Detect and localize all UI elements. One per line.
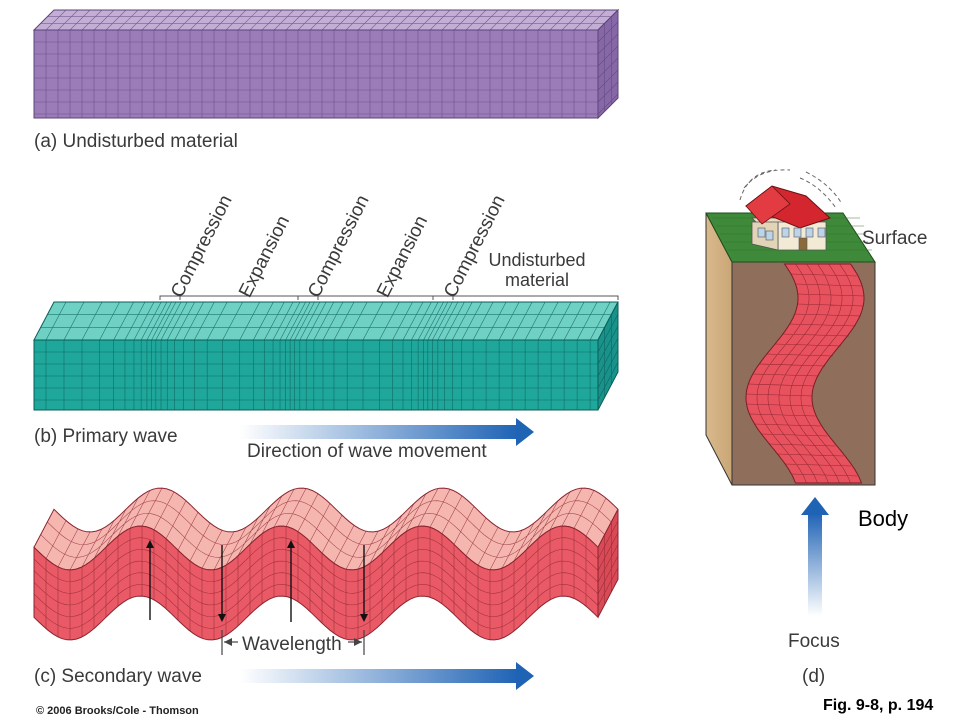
label-d: (d) <box>802 666 826 687</box>
focus-arrow <box>801 497 829 616</box>
wavelength-marker <box>221 630 365 655</box>
primary-wave-block <box>33 301 619 411</box>
label-wavelength: Wavelength <box>242 634 342 655</box>
label-a-undisturbed: (a) Undisturbed material <box>34 131 238 152</box>
label-surface: Surface <box>862 228 928 249</box>
label-c-secondary-wave: (c) Secondary wave <box>34 666 202 687</box>
undisturbed-material-block <box>32 8 620 120</box>
compression-expansion-brackets <box>159 295 619 300</box>
label-undisturbed-material: Undisturbed material <box>472 250 602 290</box>
copyright-notice: © 2006 Brooks/Cole - Thomson <box>36 705 199 717</box>
label-undisturbed-line1: Undisturbed <box>488 250 586 270</box>
figure-caption: Fig. 9-8, p. 194 <box>823 697 934 714</box>
body-wave-cutaway <box>705 169 876 486</box>
direction-arrow-b <box>240 418 534 446</box>
label-undisturbed-line2: material <box>504 270 570 290</box>
label-focus: Focus <box>788 631 840 652</box>
label-b-primary-wave: (b) Primary wave <box>34 426 178 447</box>
secondary-wave-block <box>33 487 619 641</box>
label-body: Body <box>858 506 909 531</box>
label-direction-of-wave-movement: Direction of wave movement <box>247 441 487 462</box>
direction-arrow-c <box>240 662 534 690</box>
